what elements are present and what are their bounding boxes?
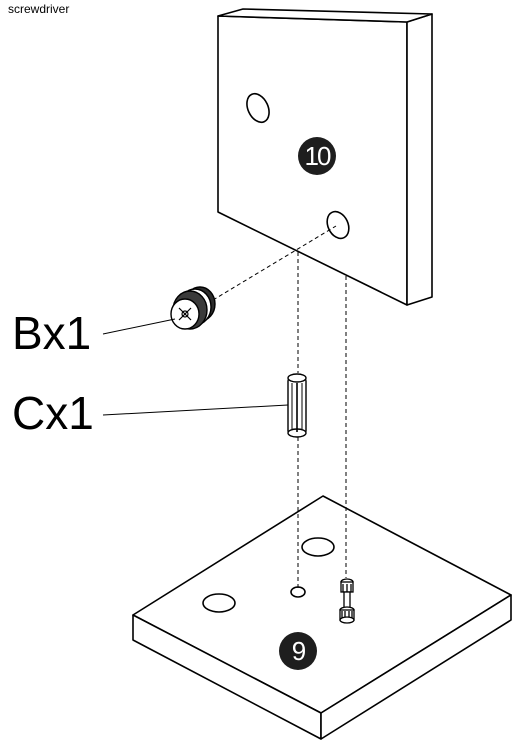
panel-9-top-face bbox=[132, 495, 512, 714]
panel-10-hole-lower bbox=[326, 210, 350, 240]
cam-lock bbox=[170, 286, 216, 330]
part-b-quantity-label: Bx1 bbox=[12, 307, 92, 359]
panel-9-right-face bbox=[320, 594, 512, 740]
panel-10-hole-upper bbox=[246, 92, 270, 124]
cam-lock-screwdriver-slot-icon bbox=[178, 307, 192, 321]
tool-note: screwdriver bbox=[8, 2, 70, 16]
alignment-lines bbox=[212, 225, 347, 589]
panel-10-number-badge: 10 bbox=[298, 137, 336, 175]
panel-10-side-face bbox=[406, 13, 433, 306]
part-c-quantity-label: Cx1 bbox=[12, 387, 94, 439]
panel-9-hole-back bbox=[301, 537, 335, 557]
wooden-dowel bbox=[287, 373, 307, 438]
cam-lock-alignment-line bbox=[212, 225, 337, 301]
panel-9 bbox=[132, 495, 512, 740]
panel-10-top-face bbox=[217, 8, 433, 23]
leader-line-b bbox=[102, 318, 176, 335]
leader-lines bbox=[102, 318, 289, 416]
panel-9-hole-left bbox=[202, 593, 236, 613]
dowel-top bbox=[287, 373, 307, 383]
panel-9-hole-dowel bbox=[290, 586, 306, 598]
leader-line-c bbox=[102, 404, 289, 416]
panel-9-number-badge: 9 bbox=[279, 632, 317, 670]
cam-bolt bbox=[339, 578, 355, 624]
